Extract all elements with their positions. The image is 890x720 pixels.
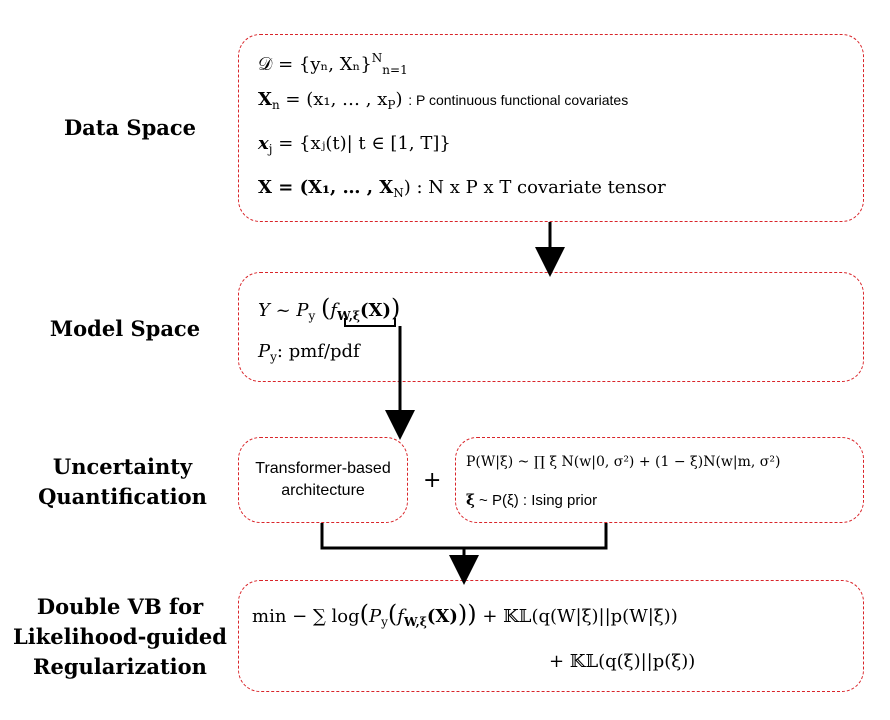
data-space-eq-tensor: X = (X₁, … , XN) : N x P x T covariate t… <box>258 177 666 200</box>
label-double-vb-line2: Likelihood-guided <box>13 624 227 649</box>
data-space-eq-xn: Xn = (x₁, … , xP) : P continuous functio… <box>258 89 629 112</box>
data-space-eq-xj: xj = {xⱼ(t)| t ∈ [1, T]} <box>258 133 451 156</box>
model-space-eq-likelihood: Y ~ Py (fW,ξ(X)) <box>258 294 401 323</box>
label-model-space: Model Space <box>49 316 201 341</box>
data-space-eq-dataset: 𝒟 = {yₙ, Xₙ}Nn=1 <box>258 51 408 77</box>
plus-sign: + <box>423 468 442 493</box>
model-space-box <box>238 272 864 382</box>
label-double-vb-line3: Regularization <box>33 654 207 679</box>
brace-f-bracket <box>344 318 396 327</box>
prior-box <box>455 437 864 523</box>
prior-eq-spike-slab: P(W|ξ) ~ ∏ ξ N(w|0, σ²) + (1 − ξ)N(w|m, … <box>466 454 781 470</box>
data-space-box <box>238 34 864 222</box>
double-vb-box <box>238 580 864 692</box>
label-double-vb-line1: Double VB for <box>36 594 204 619</box>
prior-eq-ising: ξ ~ P(ξ) : Ising prior <box>466 491 598 509</box>
label-uncertainty-line2: Quantification <box>38 484 207 509</box>
transformer-box <box>238 437 408 523</box>
label-double-vb: Double VB for Likelihood-guided Regulari… <box>5 592 235 682</box>
transformer-label: Transformer-based architecture <box>255 460 391 499</box>
label-data-space: Data Space <box>63 115 197 140</box>
double-vb-eq-line1: min − ∑ log(Py(fW,ξ(X))) + 𝕂𝕃(q(W|ξ)||p(… <box>252 600 678 629</box>
merge-connector <box>320 523 608 550</box>
double-vb-eq-line2: + 𝕂𝕃(q(ξ)||p(ξ)) <box>549 651 696 672</box>
model-space-eq-pmf: Py: pmf/pdf <box>258 341 360 364</box>
label-uncertainty-line1: Uncertainty <box>52 454 193 479</box>
label-uncertainty: Uncertainty Quantification <box>20 452 225 512</box>
